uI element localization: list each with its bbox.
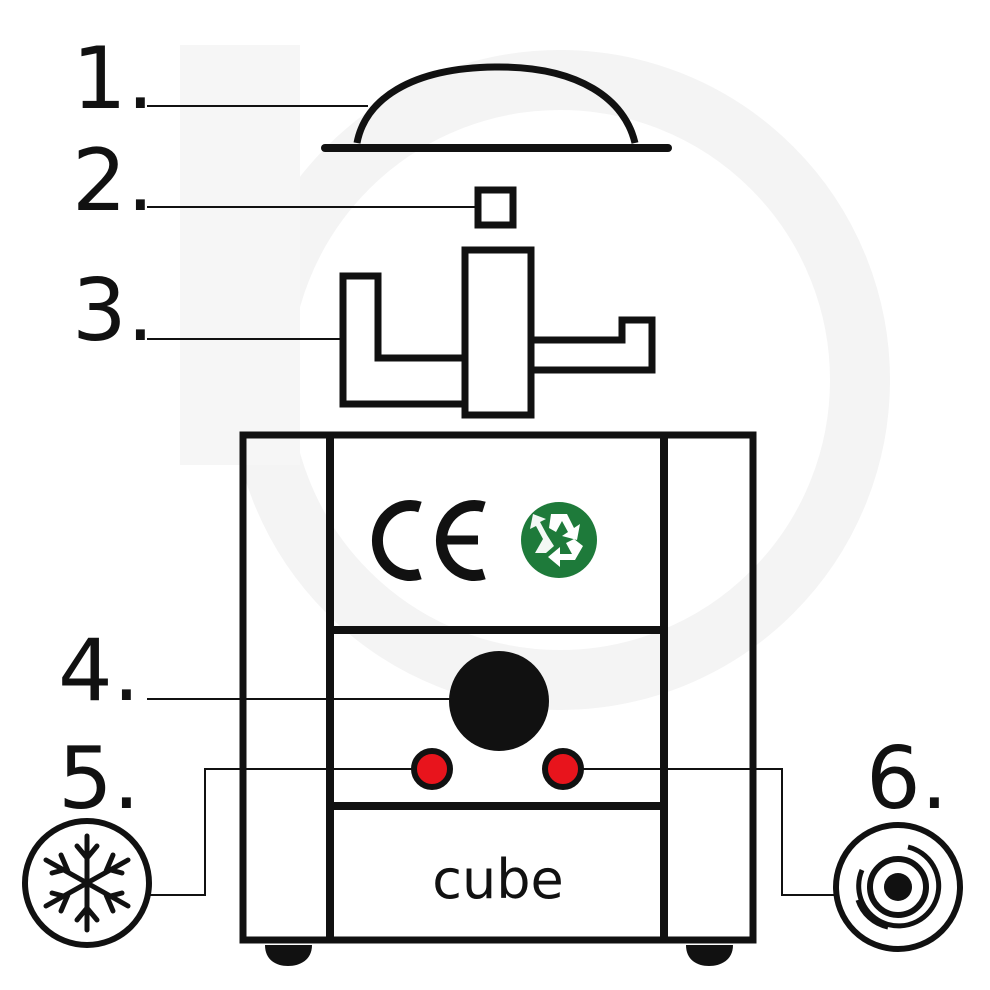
recycle-icon <box>521 502 597 578</box>
snowflake-icon <box>22 818 152 948</box>
blade <box>339 246 656 419</box>
right-foot <box>686 945 733 966</box>
cold-indicator-light <box>411 748 453 790</box>
callout-6-label: 6. <box>866 729 948 829</box>
rotation-indicator-light <box>542 748 584 790</box>
rotation-icon <box>833 822 963 952</box>
brand-text: cube <box>432 848 563 911</box>
background-watermark <box>180 45 890 710</box>
callout-5-label: 5. <box>58 729 140 829</box>
leader-lines <box>147 105 835 896</box>
ce-mark <box>372 500 486 581</box>
callout-4-label: 4. <box>58 621 140 721</box>
callout-3-label: 3. <box>72 261 154 361</box>
appliance-body <box>239 431 757 966</box>
main-button[interactable] <box>449 651 549 751</box>
callout-2-label: 2. <box>72 131 154 231</box>
lid <box>321 63 672 152</box>
left-foot <box>265 945 312 966</box>
cap <box>474 186 517 229</box>
callout-1-label: 1. <box>72 29 154 129</box>
